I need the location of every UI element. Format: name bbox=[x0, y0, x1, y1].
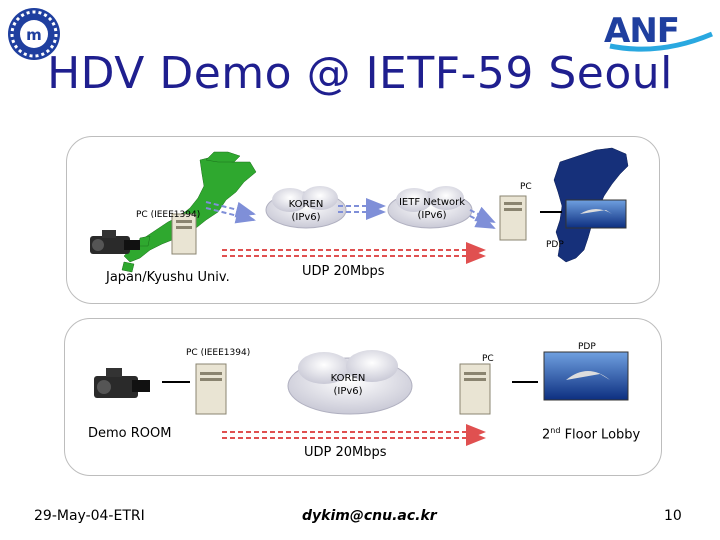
pc-ieee-label-top: PC (IEEE1394) bbox=[136, 210, 201, 220]
cloud-koren-top bbox=[265, 186, 347, 229]
anf-logo: ANF bbox=[600, 10, 716, 54]
page-title: HDV Demo @ IETF-59 Seoul bbox=[47, 48, 673, 99]
page-number: 10 bbox=[664, 508, 682, 524]
footer-email: dykim@cnu.ac.kr bbox=[302, 508, 437, 524]
cloud-koren-bottom bbox=[287, 350, 413, 415]
lobby-ordinal: 2 bbox=[542, 427, 551, 443]
lobby-label: 2nd Floor Lobby bbox=[542, 426, 640, 442]
lobby-text: Floor Lobby bbox=[564, 427, 641, 443]
camera-icon-top bbox=[90, 230, 140, 254]
red-udp-arrows-top bbox=[222, 242, 486, 264]
pdp-screen-top bbox=[565, 199, 627, 229]
pc-icon-bottom-left bbox=[195, 363, 227, 415]
koren-label-bottom: KOREN (IPv6) bbox=[330, 373, 366, 397]
koren-label-top: KOREN (IPv6) bbox=[288, 199, 324, 223]
pc-label-top: PC bbox=[520, 182, 532, 192]
red-udp-arrows-bottom bbox=[222, 424, 486, 446]
pc-icon-top-right bbox=[499, 195, 527, 241]
pc-label-bottom: PC bbox=[482, 354, 494, 364]
footer-date: 29-May-04-ETRI bbox=[34, 508, 145, 524]
location-label-top: Japan/Kyushu Univ. bbox=[106, 270, 230, 285]
lobby-ordinal-suffix: nd bbox=[550, 426, 561, 435]
pdp-label-bottom: PDP bbox=[578, 342, 596, 352]
university-seal-icon: m bbox=[6, 6, 62, 62]
blue-data-arrows-top bbox=[205, 198, 496, 229]
camera-icon-bottom bbox=[94, 368, 150, 398]
pdp-label-top: PDP bbox=[546, 240, 564, 250]
udp-label-top: UDP 20Mbps bbox=[302, 264, 385, 279]
anf-logo-text: ANF bbox=[604, 11, 679, 51]
demo-room-label: Demo ROOM bbox=[88, 426, 172, 441]
svg-text:m: m bbox=[26, 26, 42, 44]
udp-label-bottom: UDP 20Mbps bbox=[304, 445, 387, 460]
pc-ieee-label-bottom: PC (IEEE1394) bbox=[186, 348, 251, 358]
cloud-ietf-top bbox=[387, 186, 473, 229]
japan-map bbox=[121, 151, 257, 273]
pdp-screen-bottom bbox=[543, 351, 629, 401]
ietf-label-top: IETF Network (IPv6) bbox=[398, 197, 466, 221]
pc-icon-top-left bbox=[171, 213, 197, 255]
pc-icon-bottom-right bbox=[459, 363, 491, 415]
